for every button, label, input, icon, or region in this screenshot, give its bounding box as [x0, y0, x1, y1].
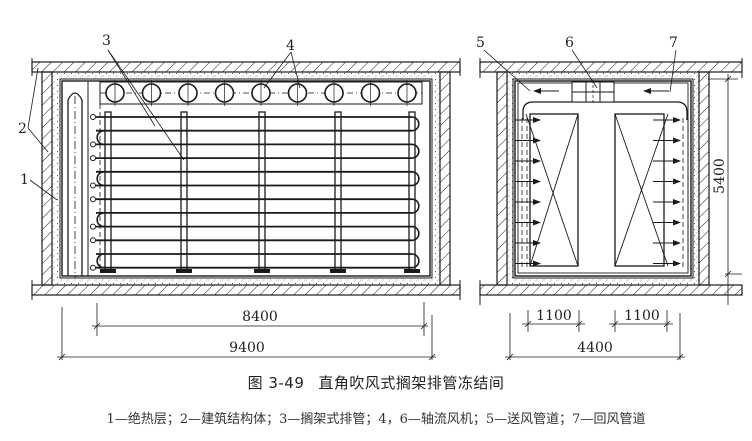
- plan-view: [31, 58, 461, 300]
- dim-9400: 9400: [229, 340, 265, 356]
- shelf-coil-pipes: [90, 111, 420, 273]
- building-structure-left: [31, 58, 461, 300]
- axial-fan-icon: [251, 80, 271, 106]
- callouts: 2 1 3 4 5 6 7: [18, 33, 678, 201]
- axial-fan-icon: [360, 80, 381, 106]
- support-foot: [100, 269, 116, 273]
- insulation-layer-left: [51, 71, 441, 286]
- pipe-bend: [96, 253, 105, 269]
- shelf-support: [258, 111, 266, 271]
- shelf-support: [334, 111, 342, 271]
- pipe-inlet-icon: [90, 237, 96, 244]
- dim-5400: 5400: [712, 158, 728, 194]
- pipe-bend: [411, 198, 420, 214]
- support-foot: [254, 269, 270, 273]
- pipe-inlet-icon: [90, 264, 96, 271]
- pipe-bend: [96, 171, 105, 187]
- callout-4: 4: [286, 38, 295, 54]
- shelf-support: [180, 111, 188, 271]
- fan-row: [99, 80, 423, 106]
- shelf-support: [408, 111, 416, 271]
- axial-fan-icon: [397, 80, 417, 106]
- shelf-rack: [614, 113, 669, 267]
- figure-title: 直角吹风式搁架排管冻结间: [318, 374, 505, 392]
- shelf-support: [104, 111, 112, 271]
- callout-7: 7: [669, 35, 678, 51]
- callout-1: 1: [20, 172, 29, 188]
- figure-caption: 图 3-49 直角吹风式搁架排管冻结间: [0, 372, 752, 393]
- figure-legend: 1—绝热层；2—建筑结构体；3—搁架式排管；4，6—轴流风机；5—送风管道；7—…: [106, 412, 646, 427]
- pipe-bend: [411, 253, 420, 269]
- callout-6: 6: [565, 35, 574, 51]
- pipe-inlet-icon: [90, 223, 96, 230]
- pipe-bend: [411, 143, 420, 159]
- callout-2: 2: [18, 121, 27, 137]
- section-view: [479, 58, 743, 305]
- axial-fan-icon: [287, 80, 308, 106]
- axial-fan-icon: [214, 80, 235, 106]
- insulation-layer-right: [506, 71, 700, 286]
- support-foot: [404, 269, 420, 273]
- dim-1100-left: 1100: [536, 308, 572, 324]
- pipe-bend: [96, 129, 105, 146]
- pipe-inlet-icon: [90, 141, 96, 148]
- pipe-inlet-icon: [90, 196, 96, 203]
- left-vertical-duct: [67, 82, 89, 278]
- axial-fan-icon: [141, 80, 162, 106]
- pipe-bend: [96, 212, 105, 228]
- axial-fan-icon: [324, 80, 344, 106]
- support-foot: [330, 269, 346, 273]
- pipe-inlet-icon: [90, 114, 96, 120]
- axial-fan-6: [571, 80, 615, 104]
- pipe-bend: [411, 171, 420, 187]
- axial-fan-icon: [105, 80, 125, 106]
- pipe-inlet-icon: [90, 155, 96, 162]
- dim-1100-right: 1100: [624, 308, 660, 324]
- dimension-labels: 8400 9400 1100 1100 4400 5400: [229, 158, 728, 356]
- pipe-bend: [411, 116, 420, 132]
- dim-4400: 4400: [577, 340, 613, 356]
- callout-3: 3: [102, 33, 111, 49]
- pipe-bend: [411, 225, 420, 242]
- callout-5: 5: [476, 35, 485, 51]
- pipe-inlet-icon: [90, 182, 96, 189]
- axial-fan-icon: [178, 80, 198, 106]
- figure-number: 图 3-49: [247, 374, 305, 392]
- dimension-lines: [57, 74, 742, 361]
- dim-8400: 8400: [242, 309, 278, 325]
- support-foot: [176, 269, 192, 273]
